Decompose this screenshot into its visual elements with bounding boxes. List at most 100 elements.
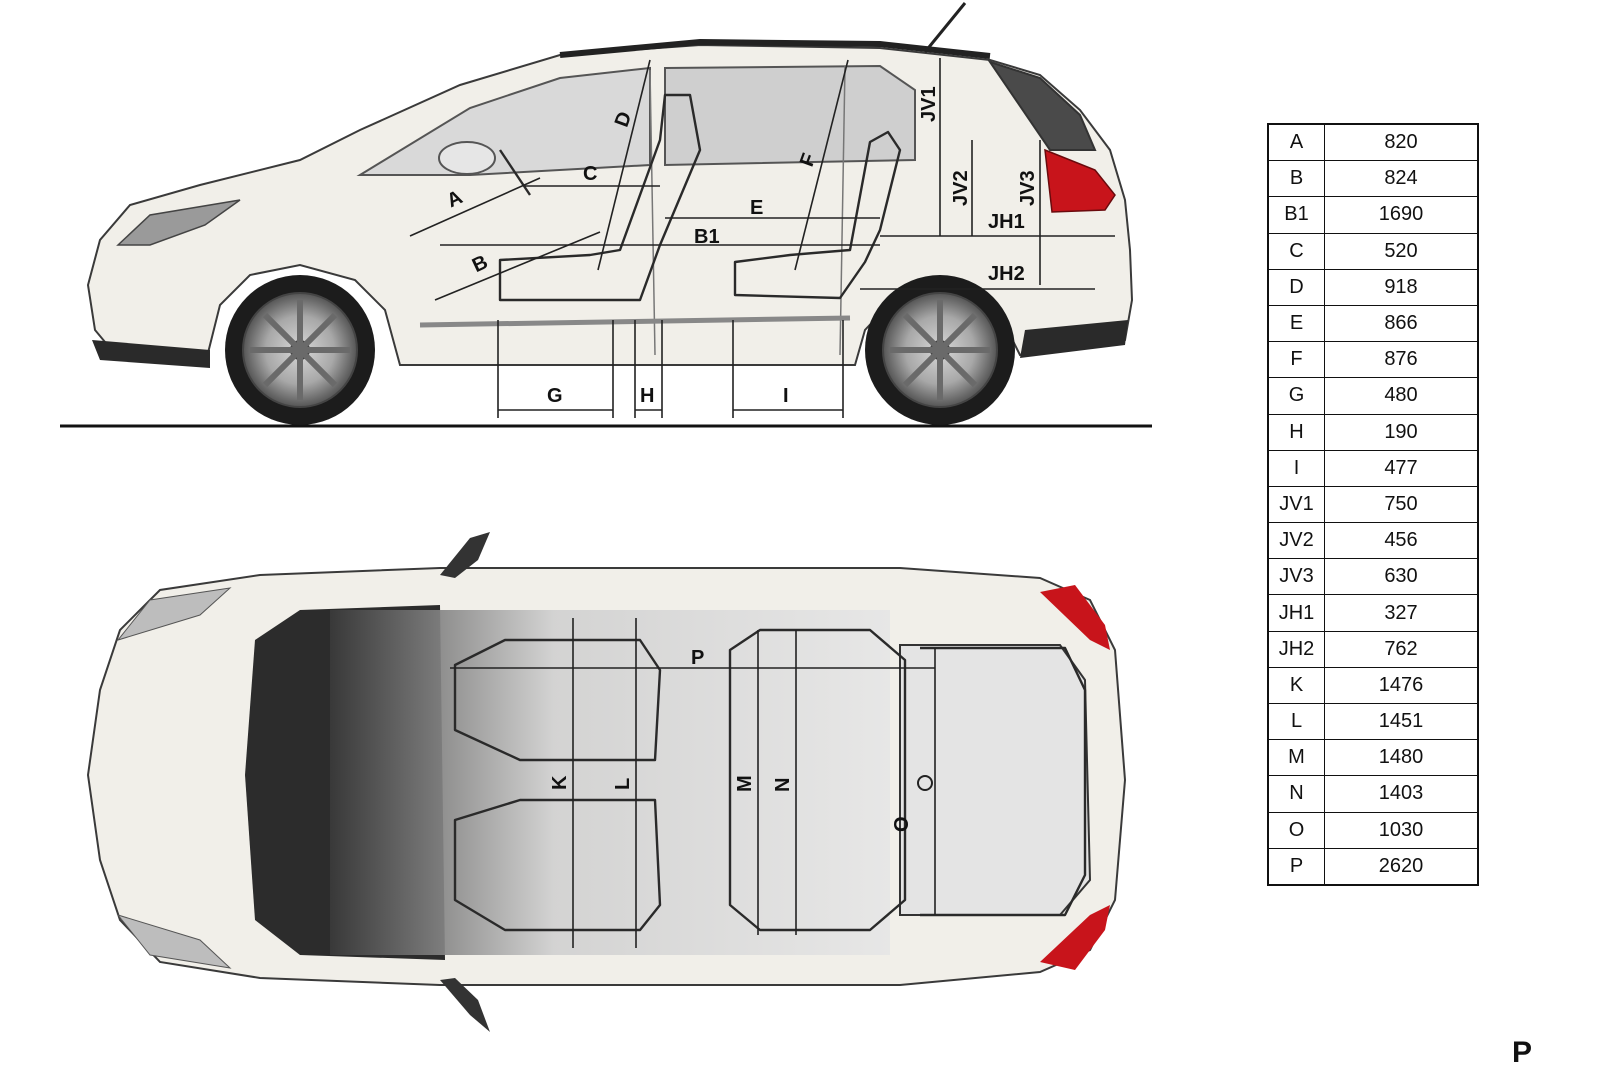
dimension-value: 190 <box>1324 413 1479 451</box>
dimension-value: 520 <box>1324 232 1479 270</box>
side-mirror <box>438 141 496 175</box>
dimension-key: L <box>1267 702 1325 741</box>
dimension-value: 480 <box>1324 377 1479 415</box>
top-tail-light-upper <box>1040 585 1110 650</box>
dimension-key: E <box>1267 304 1325 343</box>
rear-window <box>664 64 916 167</box>
dimension-value: 824 <box>1324 160 1479 198</box>
dimension-key: B <box>1267 160 1325 198</box>
dimension-key: N <box>1267 775 1325 813</box>
dim-label-B1: B1 <box>694 226 720 248</box>
boot-floor <box>899 644 1092 916</box>
boot-marker <box>917 775 933 791</box>
rear-wheel <box>865 275 1015 425</box>
dim-label-G: G <box>547 385 563 407</box>
dim-label-JH2: JH2 <box>988 263 1025 285</box>
door-split-rear <box>839 65 846 356</box>
dimension-value: 866 <box>1324 304 1479 343</box>
dimension-key: C <box>1267 232 1325 270</box>
front-seat-top-1 <box>453 638 662 762</box>
dimension-key: JV3 <box>1267 558 1325 596</box>
dim-label-JV1: JV1 <box>918 86 940 122</box>
dimension-key: JH2 <box>1267 630 1325 668</box>
dimension-key: I <box>1267 449 1325 487</box>
top-view: K L M N P O <box>86 532 1127 1032</box>
dim-label-JH1: JH1 <box>988 211 1025 233</box>
roof-rail <box>559 38 991 59</box>
dimension-value: 456 <box>1324 522 1479 560</box>
dim-label-P: P <box>691 647 704 669</box>
dimension-key: A <box>1267 123 1325 162</box>
rear-bumper-lower <box>1020 320 1128 358</box>
dimension-value: 820 <box>1324 123 1479 162</box>
dim-label-N: N <box>772 778 794 792</box>
dim-label-O: O <box>891 816 913 832</box>
dimension-value: 1030 <box>1324 811 1479 849</box>
antenna <box>923 2 967 53</box>
dimension-value: 1480 <box>1324 739 1479 777</box>
side-dimension-lines <box>409 58 1115 418</box>
dim-label-JV2: JV2 <box>950 170 972 206</box>
top-dimension-lines <box>450 618 936 948</box>
dimension-value: 477 <box>1324 449 1479 487</box>
dim-label-I: I <box>783 385 789 407</box>
dimension-key: P <box>1267 847 1325 886</box>
dim-label-K: K <box>549 775 571 790</box>
front-wheel <box>225 275 375 425</box>
dimension-key: JH1 <box>1267 594 1325 632</box>
top-headlamp-upper <box>116 587 232 641</box>
dimension-value: 1476 <box>1324 666 1479 705</box>
dimension-key: M <box>1267 739 1325 777</box>
dimension-value: 750 <box>1324 485 1479 524</box>
dimension-value: 630 <box>1324 558 1479 596</box>
dimension-value: 876 <box>1324 341 1479 379</box>
corner-mark: P <box>1512 1036 1533 1069</box>
rear-quarter-glass <box>987 60 1097 151</box>
dim-label-D: D <box>611 109 637 130</box>
dimension-key: F <box>1267 341 1325 379</box>
dimension-value: 762 <box>1324 630 1479 668</box>
boot-outline <box>920 646 1087 917</box>
door-split-front <box>649 69 656 356</box>
rear-seat-outline <box>733 130 902 300</box>
dimension-key: B1 <box>1267 196 1325 234</box>
dim-label-M: M <box>734 775 756 792</box>
dim-label-H: H <box>640 385 654 407</box>
dimension-key: H <box>1267 413 1325 451</box>
tail-light <box>1044 148 1116 213</box>
top-tail-light-lower <box>1040 905 1110 970</box>
dimension-value: 2620 <box>1324 847 1479 886</box>
side-view: A B B1 C D E F G H I JV1 JV2 JV3 JH1 JH2 <box>60 2 1152 428</box>
dimension-key: O <box>1267 811 1325 849</box>
dimension-key: JV2 <box>1267 522 1325 560</box>
dimension-value: 1403 <box>1324 775 1479 813</box>
dim-label-JV3: JV3 <box>1017 170 1039 206</box>
dimension-value: 1451 <box>1324 702 1479 741</box>
dim-label-C: C <box>583 163 597 185</box>
top-right-mirror <box>440 978 490 1032</box>
dimension-value: 327 <box>1324 594 1479 632</box>
dim-label-E: E <box>750 197 763 219</box>
